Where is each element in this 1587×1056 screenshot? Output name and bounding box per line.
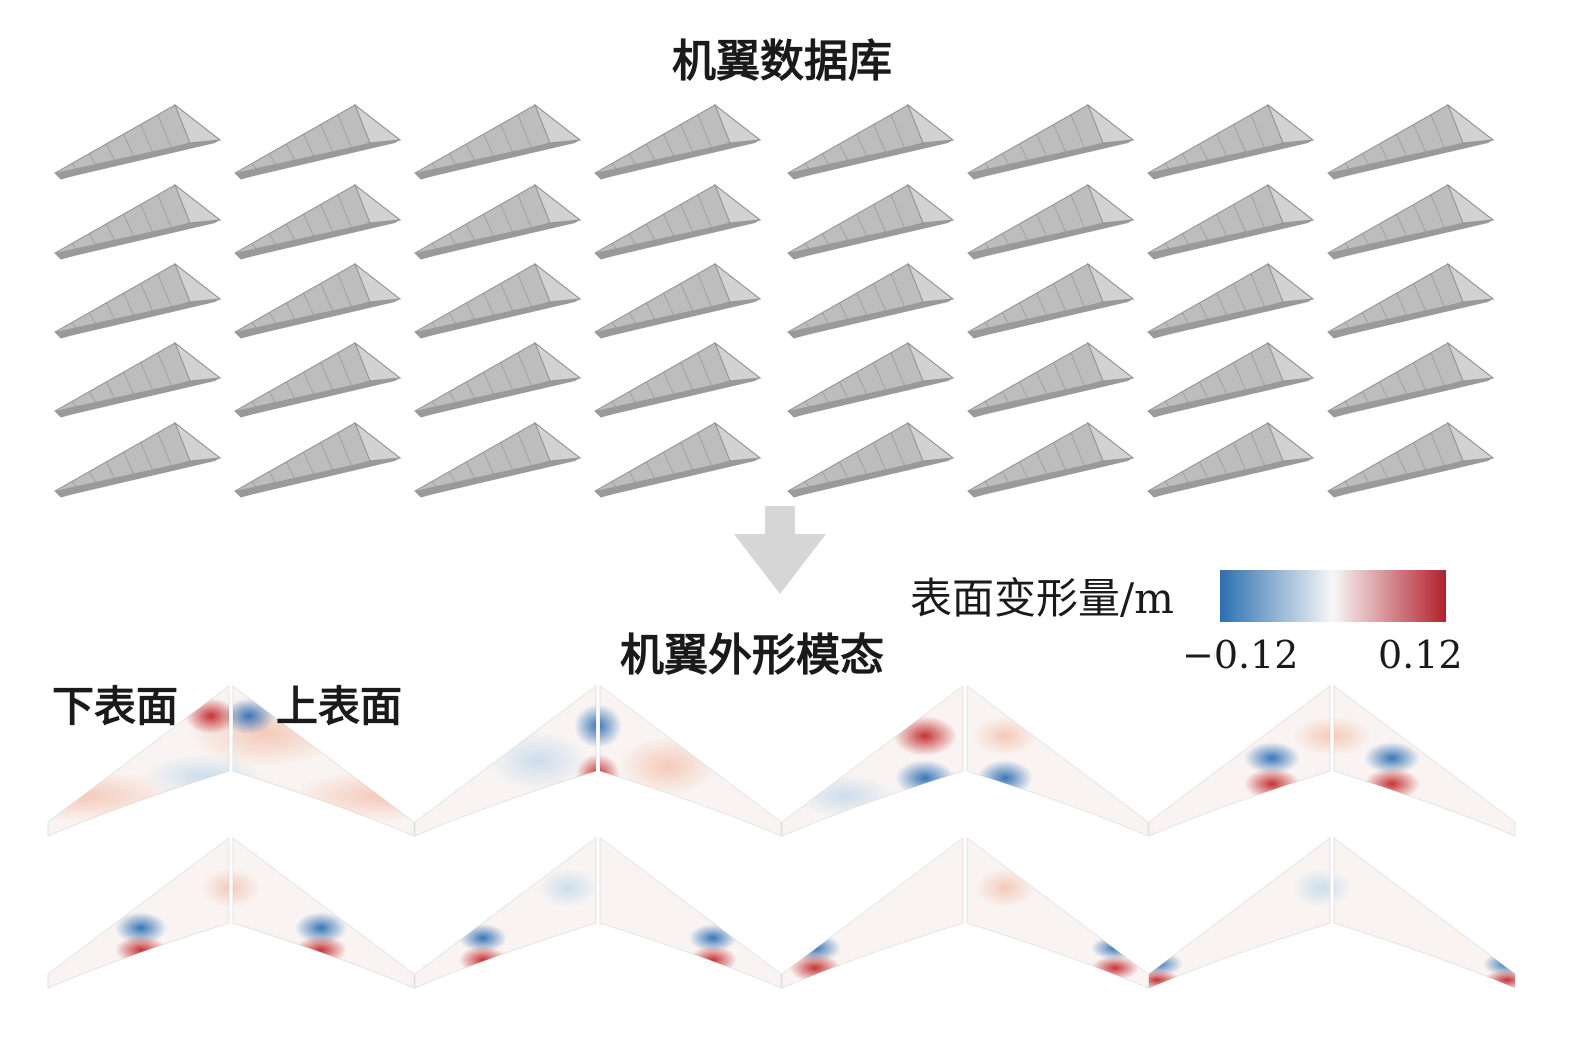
- mode-panel: [1148, 684, 1516, 837]
- colorbar-max-label: 0.12: [1378, 633, 1463, 677]
- wing-model: [594, 103, 762, 180]
- down-arrow-icon: [734, 506, 826, 594]
- wing-database-grid: [54, 103, 1495, 498]
- wing-model: [787, 103, 955, 180]
- wing-model: [1327, 421, 1495, 498]
- wing-model: [1327, 262, 1495, 339]
- wing-model: [234, 183, 402, 260]
- wing-model: [787, 183, 955, 260]
- wing-model: [1147, 183, 1315, 260]
- wing-model: [414, 183, 582, 260]
- wing-model: [967, 341, 1135, 418]
- wing-model: [967, 421, 1135, 498]
- wing-model: [967, 103, 1135, 180]
- wing-model: [787, 262, 955, 339]
- wing-model: [1147, 421, 1315, 498]
- mode-title: 机翼外形模态: [620, 630, 884, 681]
- wing-model: [234, 262, 402, 339]
- wing-model: [1327, 341, 1495, 418]
- wing-model: [414, 421, 582, 498]
- mode-panel: [414, 684, 782, 837]
- wing-model: [1327, 183, 1495, 260]
- wing-model: [967, 183, 1135, 260]
- wing-model: [54, 183, 222, 260]
- upper-surface-label: 上表面: [276, 682, 403, 731]
- wing-model: [1147, 103, 1315, 180]
- mode-shape-plots: [47, 684, 1516, 989]
- wing-model: [54, 341, 222, 418]
- wing-model: [787, 421, 955, 498]
- wing-model: [594, 341, 762, 418]
- wing-model: [594, 421, 762, 498]
- mode-panel: [781, 684, 1149, 837]
- wing-model: [967, 262, 1135, 339]
- colorbar-label: 表面变形量/m: [910, 574, 1174, 623]
- colorbar: [1220, 570, 1446, 622]
- mode-panel: [781, 836, 1149, 989]
- wing-model: [594, 183, 762, 260]
- database-title: 机翼数据库: [672, 36, 892, 87]
- wing-model: [414, 103, 582, 180]
- wing-model: [787, 341, 955, 418]
- wing-model: [414, 341, 582, 418]
- wing-model: [54, 262, 222, 339]
- colorbar-min-label: −0.12: [1182, 633, 1299, 677]
- wing-model: [1147, 341, 1315, 418]
- wing-model: [234, 421, 402, 498]
- lower-surface-label: 下表面: [52, 682, 179, 731]
- mode-panel: [47, 836, 415, 989]
- wing-model: [234, 103, 402, 180]
- wing-model: [54, 421, 222, 498]
- wing-model: [234, 341, 402, 418]
- wing-model: [1147, 262, 1315, 339]
- mode-panel: [1148, 836, 1516, 989]
- mode-panel: [414, 836, 782, 989]
- wing-model: [414, 262, 582, 339]
- wing-model: [54, 103, 222, 180]
- wing-model: [1327, 103, 1495, 180]
- wing-model: [594, 262, 762, 339]
